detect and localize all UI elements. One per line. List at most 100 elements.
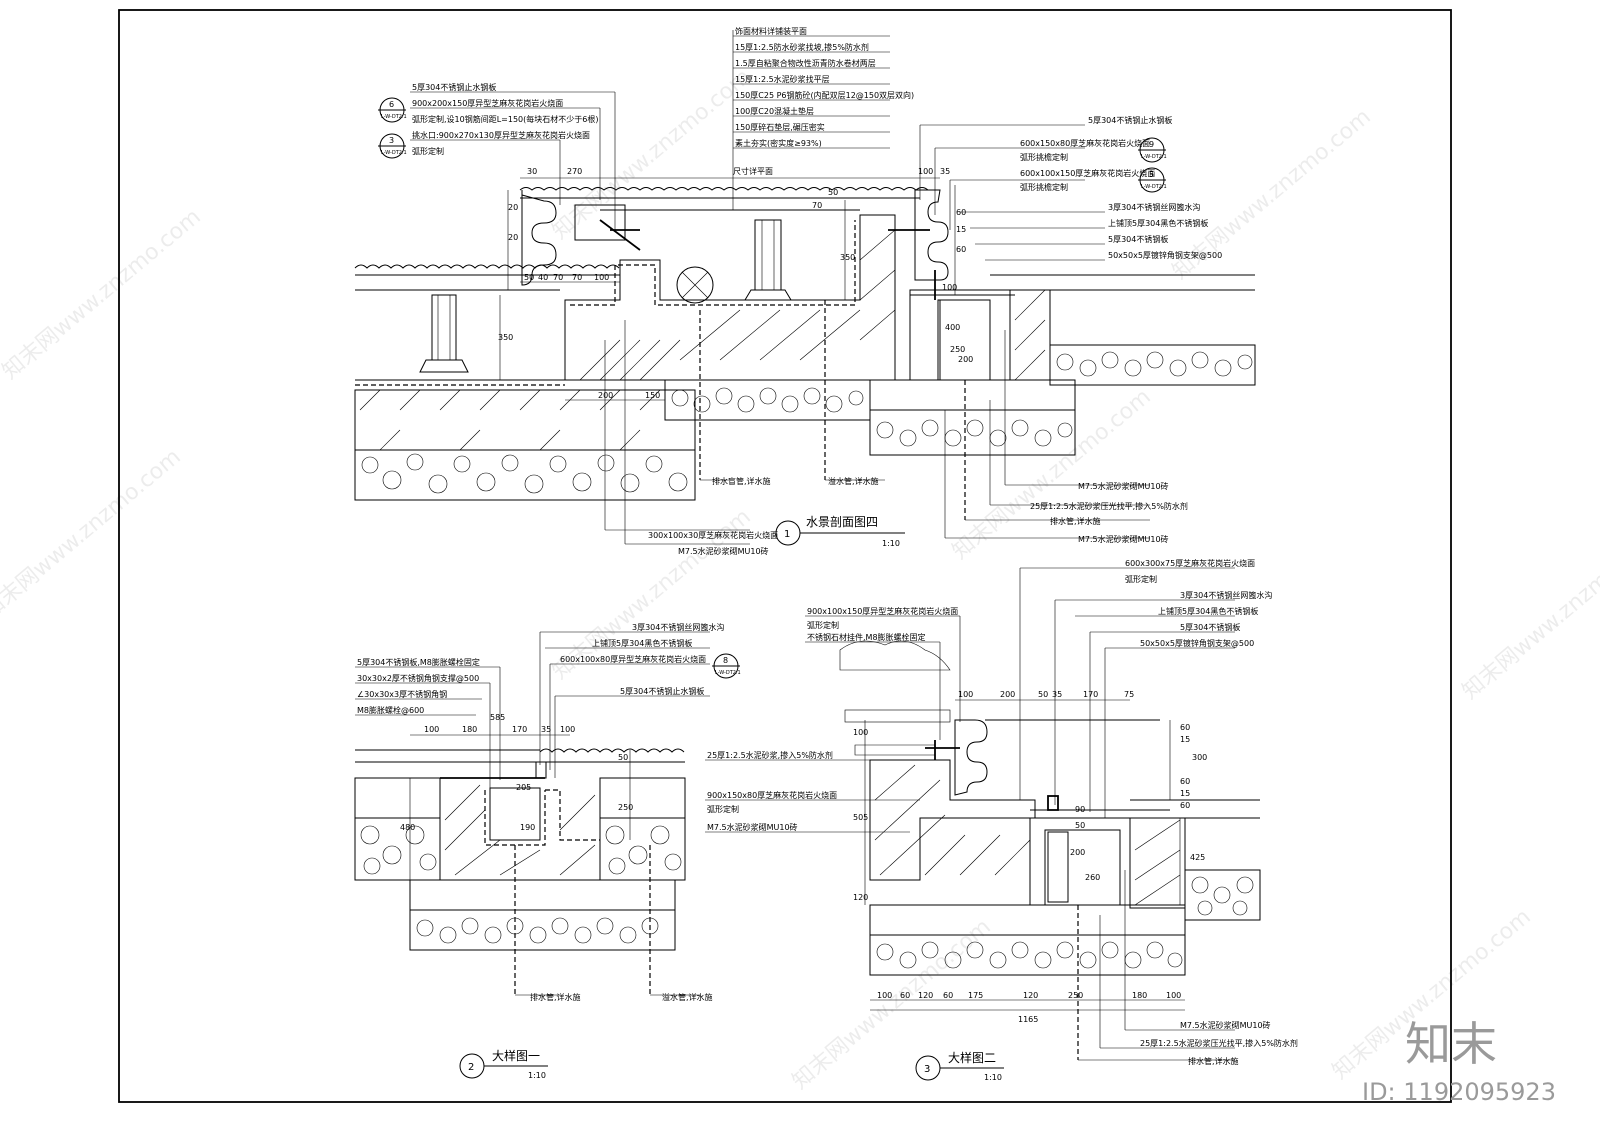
dimension: 60: [956, 245, 966, 254]
d1-callout: 150厚C25 P6钢筋砼(内配双层12@150双层双向): [735, 90, 914, 100]
d3-callout: M7.5水泥砂浆砌MU10砖: [707, 822, 798, 832]
dimension: 100: [424, 725, 439, 734]
dimension: 200: [598, 391, 613, 400]
dimension: 350: [840, 253, 855, 262]
d1-callout: 排水管,详水施: [1050, 516, 1101, 526]
d1-callout: 溢水管,详水施: [828, 476, 879, 486]
dimension: 100: [1166, 991, 1181, 1000]
drawing-number: 1: [784, 529, 790, 540]
dimension: 20: [508, 233, 518, 242]
d1-detail-ref-6: 6 L-W-DT2.1: [378, 97, 407, 123]
dimension: 35: [940, 167, 950, 176]
d3-text: 900x100x150厚异型芝麻灰花岗岩火烧面 弧形定制 不锈钢石材挂件,M8膨…: [707, 558, 1298, 1066]
d2-callout: 5厚304不锈钢止水钢板: [620, 686, 704, 696]
d2-callout: 30x30x2厚不锈钢角钢支撑@500: [357, 673, 479, 683]
dimension: 270: [567, 167, 582, 176]
d1-callout: 50x50x5厚镀锌角钢支架@500: [1108, 250, 1222, 260]
dimension: 180: [1132, 991, 1147, 1000]
d1-callout: 300x100x30厚芝麻灰花岗岩火烧面: [648, 530, 778, 540]
d3-callout: 900x150x80厚芝麻灰花岗岩火烧面: [707, 790, 837, 800]
dimension: 100: [560, 725, 575, 734]
d3-callout: 弧形定制: [807, 620, 839, 630]
d3-callout: 3厚304不锈钢丝网篦水沟: [1180, 590, 1272, 600]
d3-callout: 900x100x150厚异型芝麻灰花岗岩火烧面: [807, 606, 958, 616]
d1-callout: 150厚碎石垫层,碾压密实: [735, 122, 825, 132]
dimension: 70: [553, 273, 563, 282]
drawing-number: 2: [468, 1062, 474, 1073]
svg-text:L-W-DT2.1: L-W-DT2.1: [381, 150, 407, 156]
dimension: 60: [1180, 801, 1190, 810]
d1-callout: 25厚1:2.5水泥砂浆压光找平,掺入5%防水剂: [1030, 501, 1188, 511]
dimension: 50: [1038, 690, 1048, 699]
d1-title-block: 1 水景剖面图四 1:10: [775, 515, 905, 548]
dimension: 170: [1083, 690, 1098, 699]
dimension: 400: [945, 323, 960, 332]
d1-callouts-center: 饰面材料详铺装平面 15厚1:2.5防水砂浆找坡,掺5%防水剂 1.5厚自粘聚合…: [735, 26, 914, 148]
dimension: 60: [943, 991, 953, 1000]
d2-callout: 上铺顶5厚304黑色不锈钢板: [592, 638, 692, 648]
image-id-label: ID: 1192095923: [1362, 1078, 1556, 1106]
dimension: 100: [594, 273, 609, 282]
dimension: 170: [512, 725, 527, 734]
svg-text:L-W-DT2.1: L-W-DT2.1: [1141, 184, 1167, 190]
dimension: 60: [900, 991, 910, 1000]
dimension: 120: [918, 991, 933, 1000]
dimension: 190: [520, 823, 535, 832]
dimension: 480: [400, 823, 415, 832]
d3-callout: 不锈钢石材挂件,M8膨胀螺栓固定: [807, 632, 926, 642]
dimension: 30: [527, 167, 537, 176]
dimension: 100: [853, 728, 868, 737]
svg-text:3: 3: [389, 136, 394, 145]
dimension: 260: [1085, 873, 1100, 882]
d2-callout: 排水管,详水施: [530, 992, 581, 1002]
dimension: 50: [524, 273, 534, 282]
watermark-layer: 知末网www.znzmo.com 知末网www.znzmo.com 知末网www…: [0, 64, 1600, 1094]
d3-title-block: 3 大样图二 1:10: [915, 1050, 1004, 1082]
dimension: 175: [968, 991, 983, 1000]
svg-text:8: 8: [723, 656, 728, 665]
d3-callout: 上铺顶5厚304黑色不锈钢板: [1158, 606, 1258, 616]
section-drawing-1: [354, 30, 1256, 545]
dimension: 250: [950, 345, 965, 354]
d2-callout: M8膨胀螺栓@600: [357, 705, 424, 715]
d2-callout: 溢水管,详水施: [662, 992, 713, 1002]
dimension: 60: [1180, 723, 1190, 732]
d1-callout: 素土夯实(密实度≥93%): [735, 138, 822, 148]
drawing-scale: 1:10: [528, 1071, 546, 1080]
drawing-number: 3: [924, 1064, 930, 1075]
dimension: 15: [1180, 735, 1190, 744]
dimension: 70: [812, 201, 822, 210]
dimension: 250: [618, 803, 633, 812]
d2-title-block: 2 大样图一 1:10: [459, 1048, 548, 1080]
watermark: 知末网www.znzmo.com: [1458, 524, 1600, 704]
d1-callout: 5厚304不锈钢止水钢板: [1088, 115, 1172, 125]
d2-callout: 5厚304不锈钢板,M8膨胀螺栓固定: [357, 657, 480, 667]
d1-callout: 5厚304不锈钢止水钢板: [412, 82, 496, 92]
d3-callout: 25厚1:2.5水泥砂浆,掺入5%防水剂: [707, 750, 833, 760]
d1-callout: 饰面材料详铺装平面: [735, 26, 807, 36]
watermark: 知末网www.znzmo.com: [0, 444, 186, 624]
dimension: 100: [877, 991, 892, 1000]
dimension-total: 1165: [1018, 1015, 1038, 1024]
d1-callout: 上铺顶5厚304黑色不锈钢板: [1108, 218, 1208, 228]
d2-detail-ref-8: 8 L-W-DT2.1: [712, 653, 741, 679]
d1-callouts-bottom: 排水盲管,详水施 溢水管,详水施 300x100x30厚芝麻灰花岗岩火烧面 M7…: [648, 476, 1188, 556]
dimension: 60: [1180, 777, 1190, 786]
d1-callout: 弧形定制: [412, 146, 444, 156]
d3-callout: 弧形定制: [1125, 574, 1157, 584]
d1-callout: 1.5厚自粘聚合物改性沥青防水卷材两层: [735, 58, 876, 68]
dimension: 585: [490, 713, 505, 722]
d2-callout: 3厚304不锈钢丝网篦水沟: [632, 622, 724, 632]
dimension: 15: [1180, 789, 1190, 798]
d1-detail-ref-5: 5 L-W-DT2.1: [1138, 167, 1167, 193]
drawing-scale: 1:10: [984, 1073, 1002, 1082]
dimension: 200: [1070, 848, 1085, 857]
d1-callout: 弧形挑檐定制: [1020, 152, 1068, 162]
d1-callout: 15厚1:2.5水泥砂浆找平层: [735, 74, 830, 84]
dimension: 150: [645, 391, 660, 400]
watermark: 知末网www.znzmo.com: [548, 64, 756, 244]
drawing-title: 大样图一: [492, 1048, 540, 1063]
sheet-frame: [118, 9, 1452, 1103]
drawing-title: 大样图二: [948, 1050, 996, 1065]
